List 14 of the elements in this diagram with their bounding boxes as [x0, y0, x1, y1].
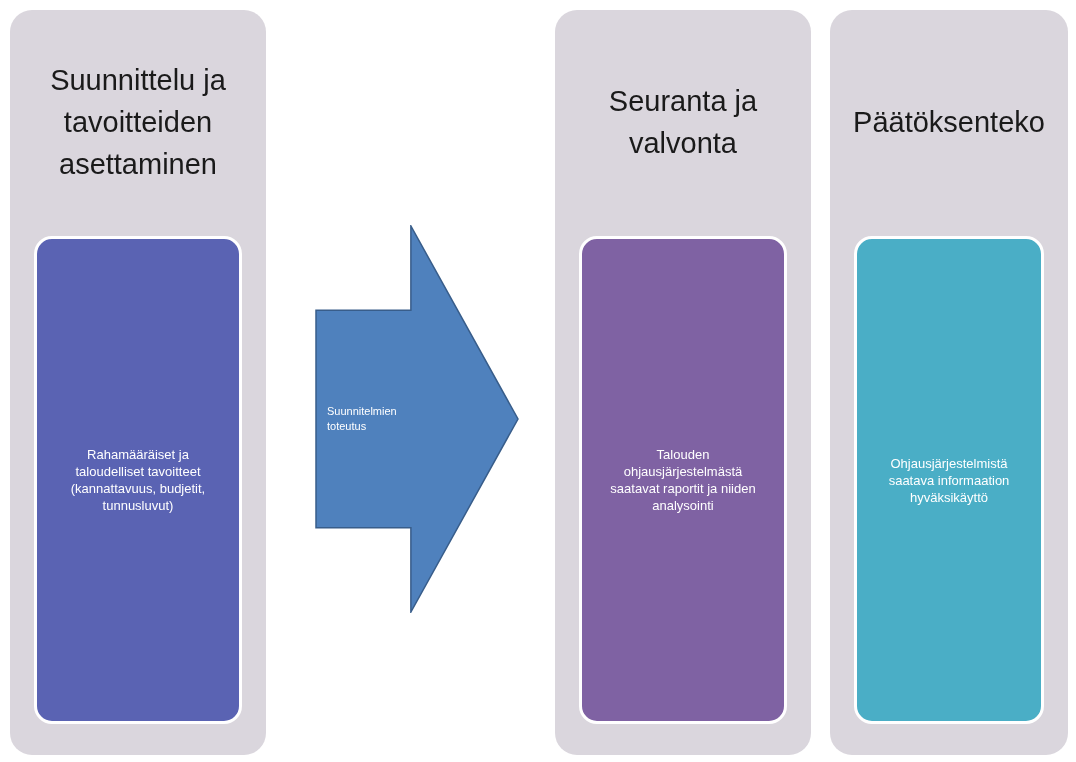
arrow-text: Suunnitelmien toteutus: [327, 404, 398, 434]
block-arrow: [315, 225, 519, 613]
box-text: Rahamääräiset ja taloudelliset tavoitteet (kannattavuus, budjetit, tunnusluvut): [69, 446, 207, 514]
column-panel: [10, 10, 266, 755]
column-heading: Suunnittelu ja tavoitteiden asettaminen: [49, 63, 227, 182]
box-text: Talouden ohjausjärjestelmästä saatavat raportit ja niiden analysointi: [609, 446, 757, 514]
box-text: Ohjausjärjestelmistä saatava informaation hyväksikäyttö: [887, 454, 1011, 506]
content-box: [34, 236, 242, 724]
column-panel: [555, 10, 811, 755]
content-box: [579, 236, 787, 724]
column-panel: [830, 10, 1068, 755]
column-heading: Seuranta ja valvonta: [607, 84, 759, 161]
column-heading: Päätöksenteko: [853, 105, 1045, 140]
content-box: [854, 236, 1044, 724]
